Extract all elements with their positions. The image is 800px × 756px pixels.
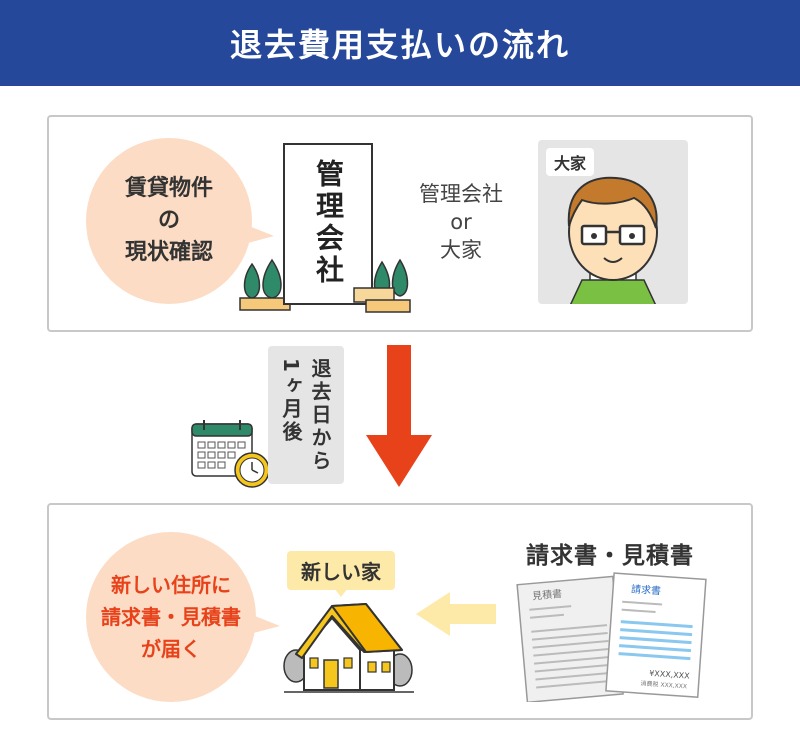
timing-text: 退去日から1ヶ月後 xyxy=(279,358,332,473)
house-icon xyxy=(283,603,414,693)
step2-bubble: 新しい住所に 請求書・見積書 が届く xyxy=(86,532,256,702)
step2-bubble-line: が届く xyxy=(141,637,201,661)
responsible-party: 管理会社 or 大家 xyxy=(402,180,520,264)
invoice-tax-value: XXX,XXX xyxy=(660,682,687,691)
calendar-clock-icon xyxy=(191,420,270,488)
party-line: or xyxy=(450,210,472,234)
invoice-tax-label: 消費税 xyxy=(640,679,659,688)
party-line: 管理会社 xyxy=(419,182,503,206)
page-title: 退去費用支払いの流れ xyxy=(229,26,570,64)
tree-icon xyxy=(239,258,291,311)
down-arrow-icon xyxy=(366,345,432,487)
step2-bubble-line: 請求書・見積書 xyxy=(101,605,241,629)
management-company-sign: 管理会社 xyxy=(283,143,373,305)
documents-label: 請求書・見積書 xyxy=(526,543,694,569)
step1-bubble: 賃貸物件 の 現状確認 xyxy=(86,138,252,304)
left-arrow-icon xyxy=(416,592,496,636)
landlord-label: 大家 xyxy=(546,148,595,176)
invoice-doc-icon: 請求書 ¥XXX,XXX 消費税 XXX,XXX xyxy=(605,572,707,699)
bubble-tail-icon xyxy=(244,224,274,244)
new-home-label: 新しい家 xyxy=(287,551,395,590)
timing-box: 退去日から1ヶ月後 xyxy=(268,346,344,484)
step1-bubble-line: の xyxy=(157,208,180,233)
tag-pointer-icon xyxy=(334,588,348,597)
step1-bubble-line: 現状確認 xyxy=(124,240,213,265)
sign-text: 管理会社 xyxy=(312,159,345,287)
landlord-face-icon xyxy=(567,176,658,304)
step1-bubble-line: 賃貸物件 xyxy=(124,176,213,201)
invoice-amount: ¥XXX,XXX xyxy=(649,669,691,681)
title-bar: 退去費用支払いの流れ xyxy=(0,0,800,86)
landlord-card: 大家 xyxy=(538,140,688,304)
bubble-tail-icon xyxy=(250,614,280,634)
estimate-doc-icon: 見積書 xyxy=(516,575,624,702)
documents-illustration: 見積書 請求書 ¥XXX,XXX 消費税 XXX,XXX xyxy=(516,572,707,702)
estimate-doc-title: 見積書 xyxy=(532,587,563,603)
invoice-doc-title: 請求書 xyxy=(631,582,662,597)
step2-bubble-line: 新しい住所に xyxy=(111,573,231,597)
mailbox-icon xyxy=(353,258,411,313)
party-line: 大家 xyxy=(440,238,482,262)
